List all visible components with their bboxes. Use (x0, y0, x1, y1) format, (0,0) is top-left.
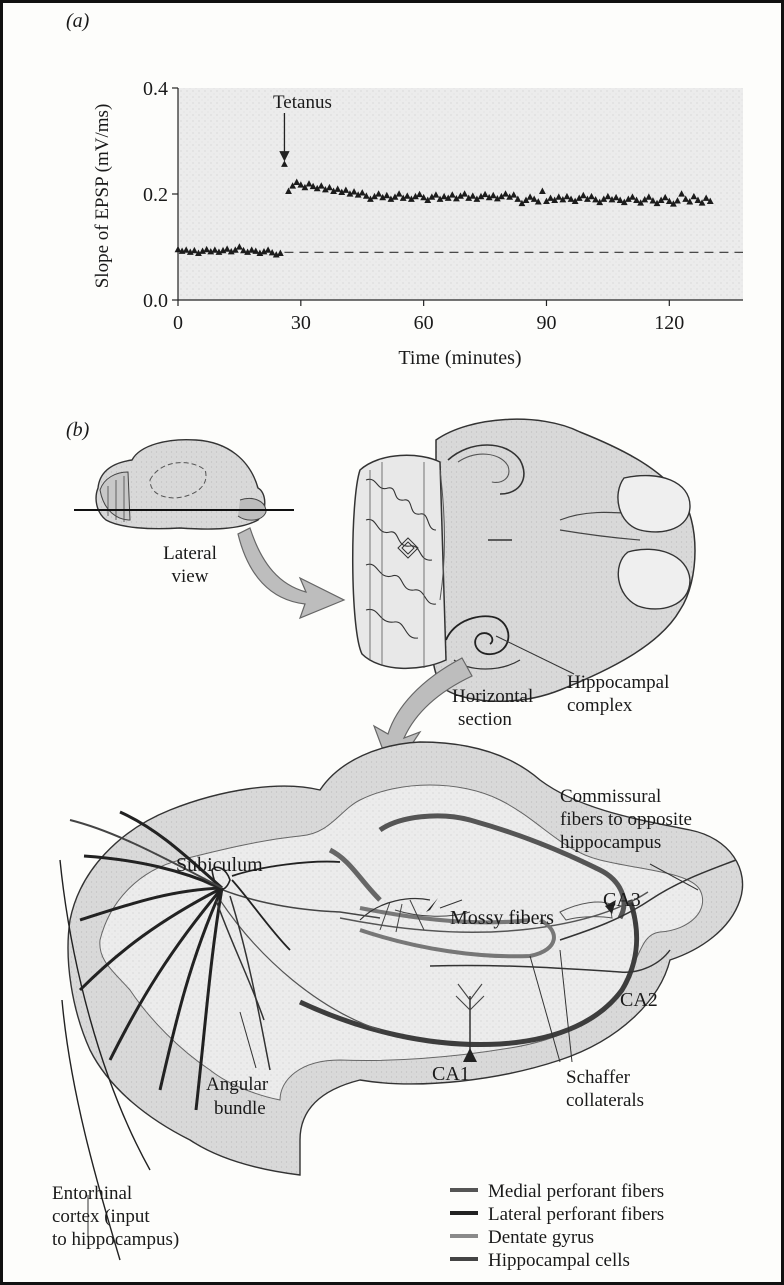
panel-b-label: (b) (66, 419, 90, 441)
y-tick-label: 0.4 (143, 78, 168, 100)
curved-arrow-to-section (238, 528, 344, 618)
commissural-label-line3: hippocampus (560, 832, 661, 853)
commissural-label-line2: fibers to opposite (560, 809, 692, 830)
entorhinal-label-line1: Entorhinal (52, 1183, 132, 1204)
tetanus-annotation: Tetanus (273, 92, 332, 113)
legend-label-hippocampal-cells: Hippocampal cells (488, 1250, 630, 1271)
x-tick-label: 30 (291, 312, 311, 334)
panel-a-label: (a) (66, 10, 90, 32)
epsp-chart: 0 30 60 90 120 0.0 0.2 0.4 Tetanus Time (minute… (92, 78, 743, 369)
lateral-view-label-line2: view (172, 566, 209, 587)
entorhinal-label-line2: cortex (input (52, 1206, 150, 1227)
commissural-label-line1: Commissural (560, 786, 661, 807)
x-tick-label: 120 (654, 312, 684, 334)
ca3-label: CA3 (603, 889, 641, 911)
subiculum-label: Subiculum (176, 854, 263, 876)
schaffer-label-line1: Schaffer (566, 1067, 631, 1088)
legend-label-dentate: Dentate gyrus (488, 1227, 594, 1248)
schaffer-label-line2: collaterals (566, 1090, 644, 1111)
angular-bundle-label-line2: bundle (214, 1098, 266, 1119)
y-axis-label: Slope of EPSP (mV/ms) (92, 104, 113, 289)
mossy-fibers-label: Mossy fibers (450, 907, 554, 929)
ca2-label: CA2 (620, 989, 658, 1011)
legend-label-lateral: Lateral perforant fibers (488, 1204, 664, 1225)
hippocampal-complex-label-line1: Hippocampal (567, 672, 669, 693)
legend-label-medial: Medial perforant fibers (488, 1181, 664, 1202)
y-tick-label: 0.0 (143, 290, 168, 312)
horizontal-section-label-line1: Horizontal (452, 686, 533, 707)
lateral-view-brain (74, 440, 294, 529)
x-tick-label: 0 (173, 312, 183, 334)
angular-bundle-label-line1: Angular (206, 1074, 269, 1095)
entorhinal-label-line3: to hippocampus) (52, 1229, 179, 1250)
horizontal-section-label-line2: section (458, 709, 512, 730)
y-tick-label: 0.2 (143, 184, 168, 206)
hippocampal-complex-label-line2: complex (567, 695, 633, 716)
x-axis-label: Time (minutes) (398, 347, 521, 369)
x-tick-label: 90 (536, 312, 556, 334)
x-tick-label: 60 (414, 312, 434, 334)
horizontal-section-brain (353, 419, 695, 701)
legend: Medial perforant fibers Lateral perforan… (450, 1181, 664, 1271)
lateral-view-label-line1: Lateral (163, 543, 217, 564)
ca1-label: CA1 (432, 1063, 470, 1085)
